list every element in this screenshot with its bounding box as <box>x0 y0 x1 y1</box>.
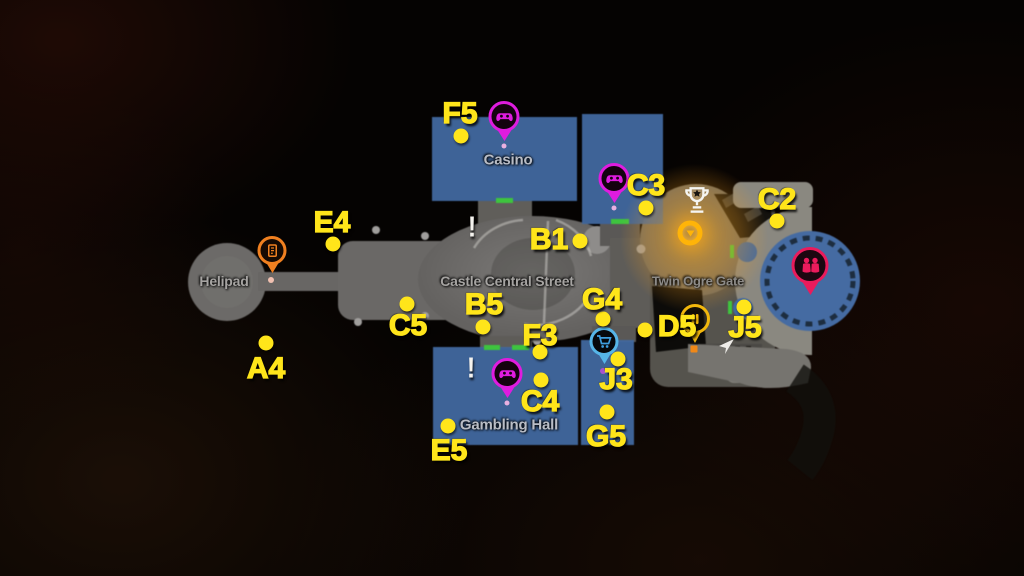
area-label-casino: Casino <box>483 151 533 169</box>
grid-label-C5: C5 <box>388 308 428 342</box>
grid-label-C3: C3 <box>626 168 666 202</box>
grid-dot-A4[interactable] <box>258 335 274 351</box>
gold-ring-icon[interactable] <box>677 220 703 246</box>
pin-base-dot <box>268 277 274 283</box>
area-label-castle-central-street: Castle Central Street <box>440 273 574 289</box>
grid-label-E5: E5 <box>430 433 468 467</box>
grid-dot-C4[interactable] <box>533 372 549 388</box>
grid-dot-C2[interactable] <box>769 213 785 229</box>
casino-minigame-pin[interactable] <box>488 101 520 141</box>
gamepad-icon <box>605 174 623 183</box>
grid-dot-F3[interactable] <box>532 344 548 360</box>
pin-base-dot <box>600 368 606 374</box>
grid-label-J3: J3 <box>599 362 634 396</box>
pin-base-dot <box>611 205 617 211</box>
duel-icon <box>802 257 819 273</box>
pin-base-dot <box>501 143 507 149</box>
northeast-minigame-pin[interactable] <box>598 163 630 203</box>
grid-label-A4: A4 <box>246 351 286 385</box>
grid-dot-J5[interactable] <box>736 299 752 315</box>
grid-dot-E5[interactable] <box>440 418 456 434</box>
grid-label-E4: E4 <box>313 205 351 239</box>
grid-dot-J3[interactable] <box>610 351 626 367</box>
helipad-supply-pin[interactable] <box>257 236 287 273</box>
grid-dot-B5[interactable] <box>475 319 491 335</box>
grid-dot-G5[interactable] <box>599 404 615 420</box>
grid-label-C2: C2 <box>757 182 797 216</box>
grid-label-G4: G4 <box>581 282 623 316</box>
arena-dashed-ring <box>764 235 856 327</box>
grid-label-C4: C4 <box>520 384 560 418</box>
shop-pin[interactable] <box>589 327 619 364</box>
gamepad-icon <box>495 112 513 121</box>
grid-label-B5: B5 <box>464 287 504 321</box>
grid-dot-E4[interactable] <box>325 236 341 252</box>
gamepad-icon <box>498 369 516 378</box>
arrow-icon <box>719 339 734 354</box>
grid-label-J5: J5 <box>728 310 763 344</box>
grid-dot-G4[interactable] <box>595 311 611 327</box>
alert-exclamation-street: ! <box>467 211 477 244</box>
grid-label-D5: D5 <box>657 309 697 343</box>
area-label-gambling-hall: Gambling Hall <box>459 416 559 434</box>
pin-base-dot <box>504 400 510 406</box>
area-label-twin-ogre-gate: Twin Ogre Gate <box>651 273 745 289</box>
grid-dot-C5[interactable] <box>399 296 415 312</box>
vending-icon <box>267 243 277 257</box>
grid-dot-D5[interactable] <box>637 322 653 338</box>
grid-label-B1: B1 <box>529 222 569 256</box>
alert-exclamation-gambling: ! <box>466 352 476 385</box>
grid-dot-B1[interactable] <box>572 233 588 249</box>
grid-dot-F5[interactable] <box>453 128 469 144</box>
gate-pin[interactable] <box>680 304 710 343</box>
trophy-icon <box>685 187 709 213</box>
grid-label-F5: F5 <box>442 96 478 130</box>
pin-base-dot <box>690 345 698 353</box>
area-label-helipad: Helipad <box>199 273 249 289</box>
grid-label-G5: G5 <box>585 419 627 453</box>
grid-label-F3: F3 <box>522 318 558 352</box>
double-bars-icon <box>691 314 699 324</box>
cart-icon <box>596 334 612 348</box>
gambling-hall-minigame-pin[interactable] <box>491 358 523 398</box>
grid-dot-C3[interactable] <box>638 200 654 216</box>
boss-pin[interactable] <box>791 247 829 295</box>
